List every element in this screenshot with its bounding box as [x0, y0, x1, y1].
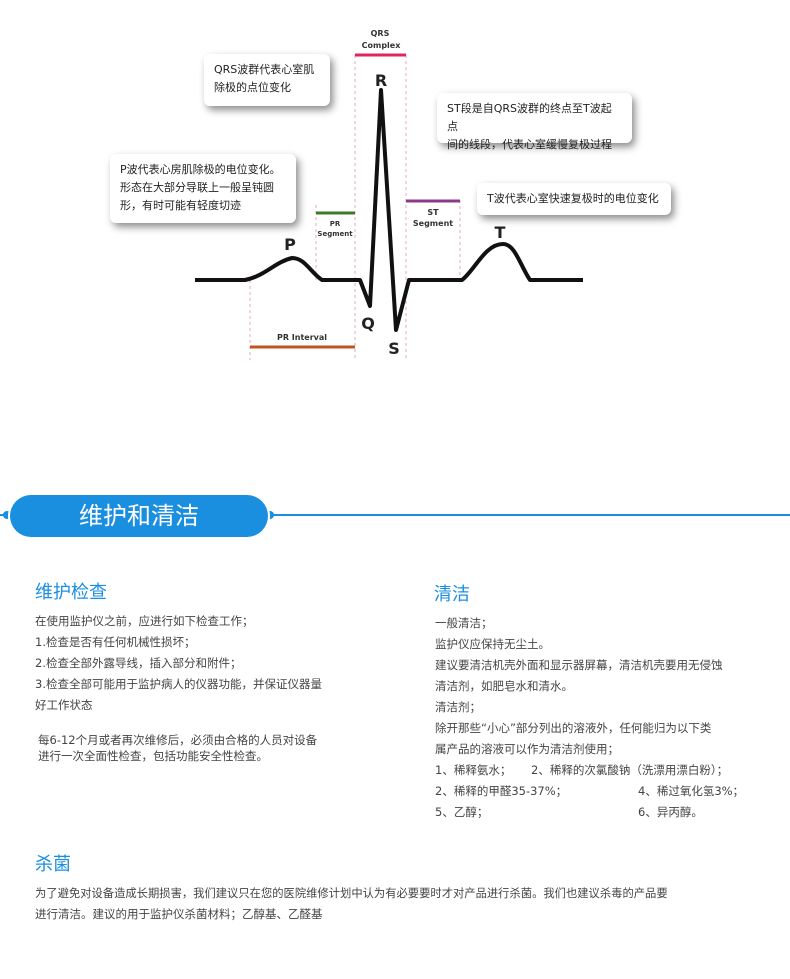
- cleaning-item: 1、稀释氨水；: [435, 763, 512, 777]
- cleaning-line: 清洁剂；: [435, 700, 481, 714]
- maintenance-line: 3.检查全部可能用于监护病人的仪器功能，并保证仪器量: [35, 677, 322, 691]
- cleaning-line: 建议要清洁机壳外面和显示器屏幕，清洁机壳要用无侵蚀: [435, 658, 723, 672]
- r-wave-label: R: [375, 71, 387, 90]
- st-note-line: ST段是自QRS波群的终点至T波起点: [447, 102, 612, 133]
- s-wave-label: S: [388, 339, 400, 358]
- maintenance-line: 1.检查是否有任何机械性损坏；: [35, 635, 196, 649]
- maintenance-extra: 进行一次全面性检查，包括功能安全性检查。: [38, 749, 268, 763]
- st-segment-label2: Segment: [413, 219, 453, 228]
- maintenance-line: 好工作状态: [35, 698, 93, 712]
- t-note-line: T波代表心室快速复极时的电位变化: [487, 192, 659, 205]
- pr-interval-label: PR Interval: [277, 333, 327, 342]
- ecg-trace: [195, 88, 583, 332]
- cleaning-item: 6、异丙醇。: [638, 805, 703, 819]
- qrs-header-line1: QRS: [371, 29, 390, 38]
- cleaning-line: 清洁剂，如肥皂水和清水。: [435, 679, 573, 693]
- st-note: ST段是自QRS波群的终点至T波起点 间的线段，代表心室缓慢复极过程: [437, 93, 632, 151]
- cleaning-line: 除开那些“小心”部分列出的溶液外，任何能归为以下类: [435, 721, 712, 735]
- ecg-diagram: QRS Complex PR Segment ST Segment PR Int…: [195, 29, 583, 360]
- st-note-line: 间的线段，代表心室缓慢复极过程: [447, 138, 612, 151]
- section-title: 维护和清洁: [10, 495, 268, 537]
- qrs-note-line: 除极的点位变化: [214, 81, 291, 94]
- t-wave-label: T: [495, 223, 506, 242]
- cleaning-line: 一般清洁；: [435, 616, 493, 630]
- divider-dot: [3, 511, 11, 519]
- cleaning-item: 4、稀过氧化氢3%；: [638, 784, 745, 798]
- cleaning-line: 监护仪应保持无尘土。: [435, 637, 550, 651]
- cleaning-item: 5、乙醇；: [435, 805, 489, 819]
- maintenance-extra: 每6-12个月或者再次维修后，必须由合格的人员对设备: [38, 733, 318, 747]
- cleaning-title: 清洁: [434, 584, 470, 605]
- qrs-note: QRS波群代表心室肌 除极的点位变化: [204, 54, 330, 106]
- sterilization-title: 杀菌: [35, 854, 71, 875]
- divider-dot: [266, 511, 274, 519]
- pr-segment-label1: PR: [330, 220, 341, 228]
- st-segment-label1: ST: [427, 208, 439, 217]
- maintenance-title: 维护检查: [35, 582, 107, 603]
- p-wave-label: P: [284, 235, 296, 254]
- q-wave-label: Q: [361, 314, 375, 333]
- cleaning-item: 2、稀释的甲醛35-37%；: [435, 784, 568, 798]
- maintenance-line: 在使用监护仪之前，应进行如下检查工作；: [35, 614, 254, 628]
- maintenance-line: 2.检查全部外露导线，插入部分和附件；: [35, 656, 242, 670]
- p-wave-note: P波代表心房肌除极的电位变化。 形态在大部分导联上一般呈钝圆 形，有时可能有轻度…: [110, 154, 296, 223]
- t-wave-note: T波代表心室快速复极时的电位变化: [477, 183, 671, 215]
- cleaning-item: 2、稀释的次氯酸钠（洗漂用漂白粉）；: [531, 763, 729, 777]
- section-divider: [0, 514, 790, 516]
- cleaning-line: 属产品的溶液可以作为清洁剂使用；: [435, 742, 619, 756]
- sterilization-line: 进行清洁。建议的用于监护仪杀菌材料；乙醇基、乙醛基: [35, 907, 323, 921]
- sterilization-line: 为了避免对设备造成长期损害，我们建议只在您的医院维修计划中认为有必要要时才对产品…: [35, 887, 668, 900]
- p-note-line: P波代表心房肌除极的电位变化。: [120, 163, 281, 176]
- qrs-header-line2: Complex: [362, 41, 402, 50]
- pr-segment-label2: Segment: [317, 230, 353, 238]
- p-note-line: 形，有时可能有轻度切迹: [120, 199, 241, 212]
- qrs-note-line: QRS波群代表心室肌: [214, 63, 315, 76]
- p-note-line: 形态在大部分导联上一般呈钝圆: [120, 181, 274, 194]
